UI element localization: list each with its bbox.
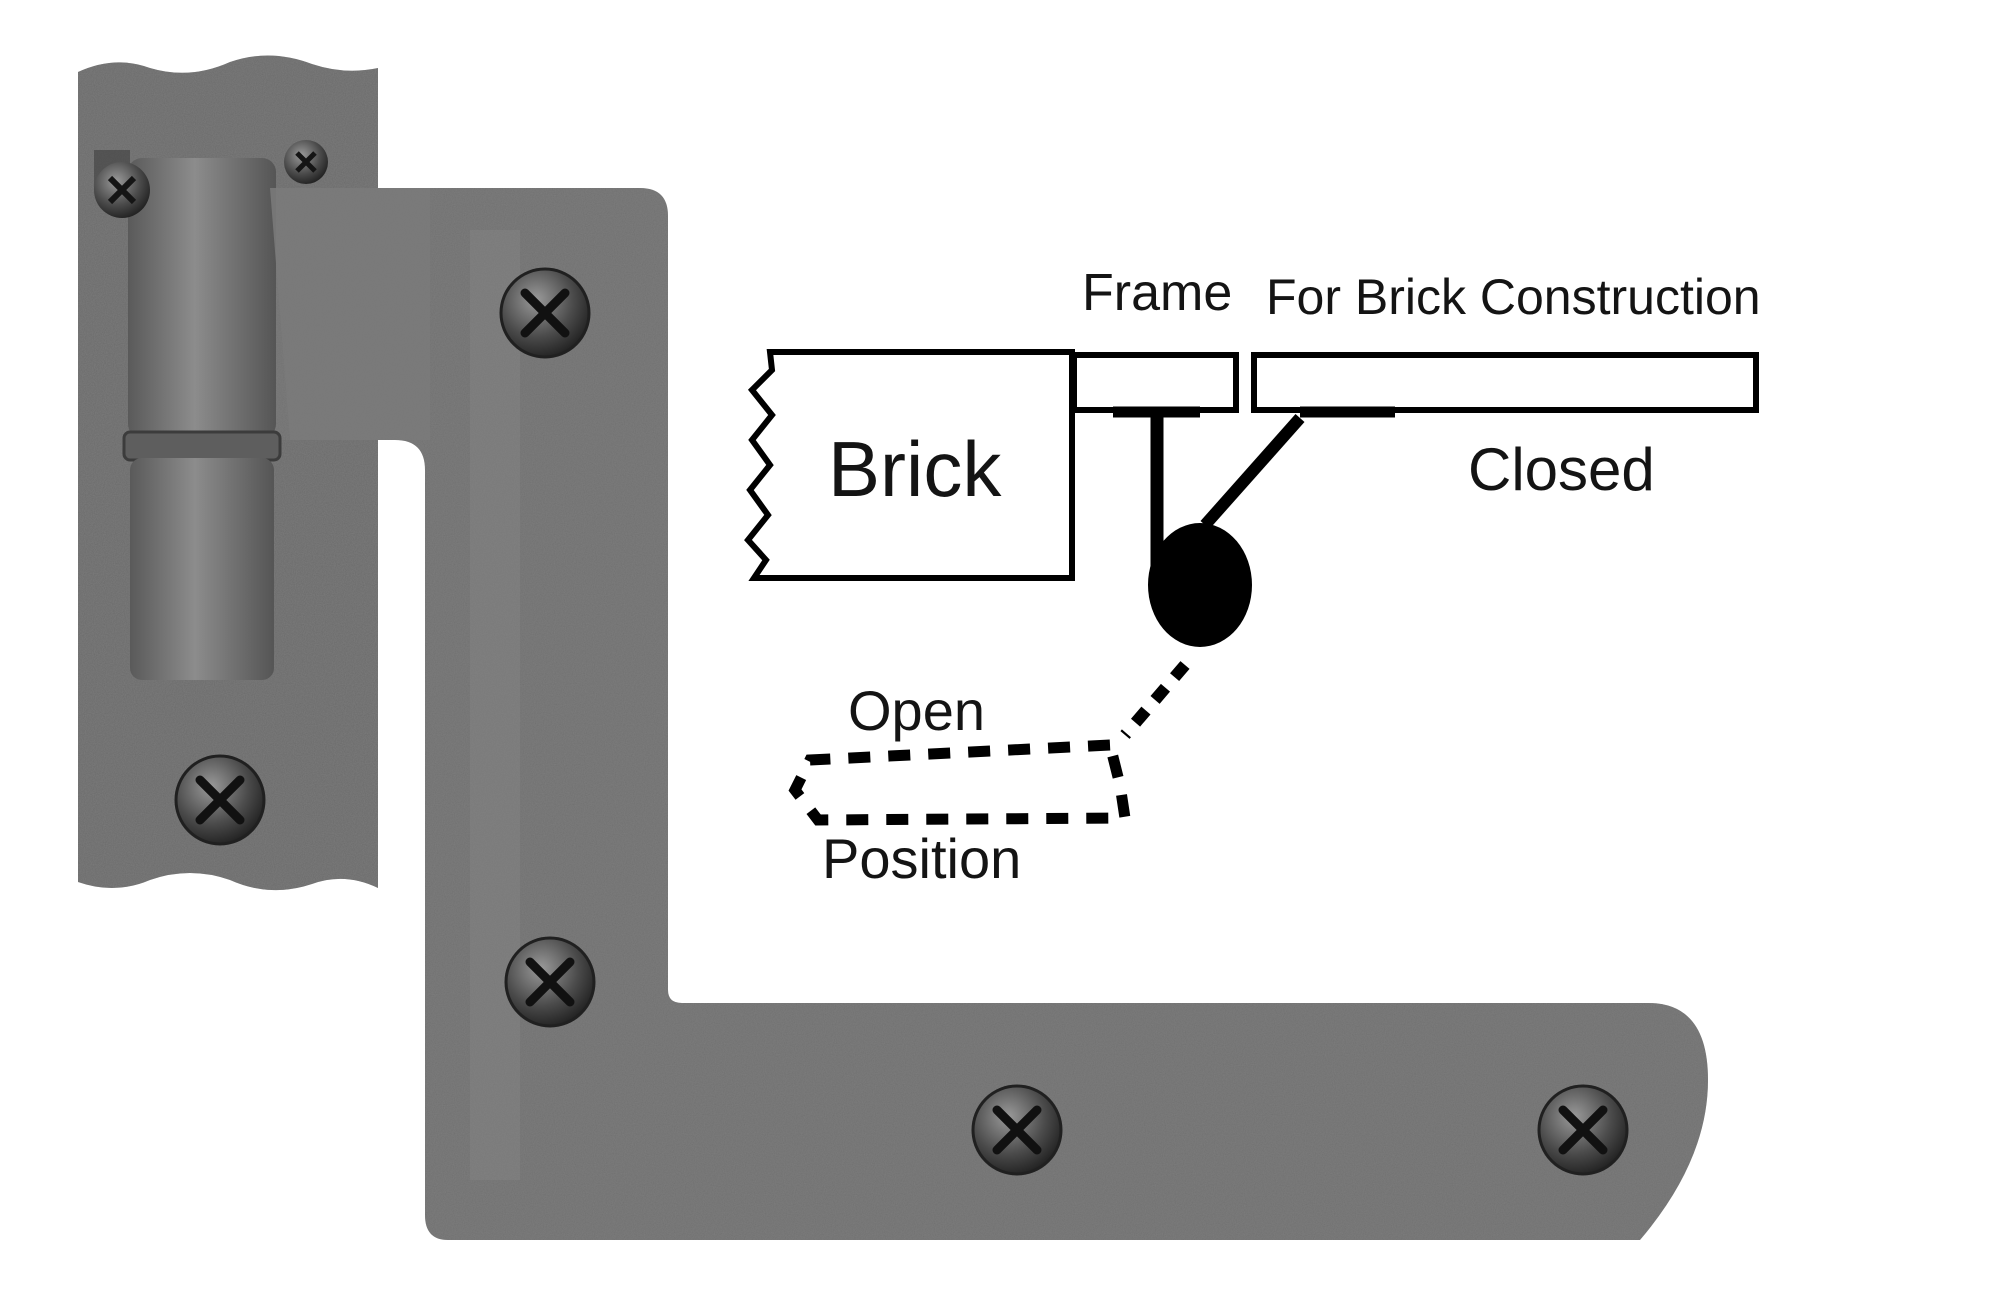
closed-label: Closed	[1468, 436, 1655, 503]
strap-arm-open	[1120, 661, 1190, 739]
shutter-closed	[1251, 352, 1759, 413]
strap-highlight	[470, 230, 520, 1180]
screw-icon	[1537, 1084, 1629, 1176]
frame-label: Frame	[1082, 264, 1232, 322]
hinge-illustration	[78, 55, 1708, 1240]
hinge-barrel-bottom	[130, 458, 274, 680]
strap-arm-closed	[1200, 414, 1305, 529]
shutter-open	[788, 739, 1132, 826]
position-label: Position	[822, 827, 1021, 890]
screw-icon	[174, 754, 266, 846]
screw-icon	[94, 162, 150, 218]
hinge-pivot-icon	[1148, 523, 1252, 647]
frame-board	[1071, 352, 1239, 413]
screw-icon	[971, 1084, 1063, 1176]
open-label: Open	[848, 679, 985, 742]
screw-icon	[499, 267, 591, 359]
construction-label: For Brick Construction	[1266, 269, 1761, 325]
hinge-barrel-top	[128, 158, 276, 438]
schematic	[744, 349, 1759, 826]
screw-icon	[284, 140, 328, 184]
brick-block	[744, 349, 1075, 581]
screw-icon	[504, 936, 596, 1028]
strap-knuckle	[270, 188, 430, 440]
l-strap	[270, 188, 1708, 1240]
hinge-barrel-ring	[122, 430, 282, 462]
brick-label: Brick	[828, 425, 1002, 513]
